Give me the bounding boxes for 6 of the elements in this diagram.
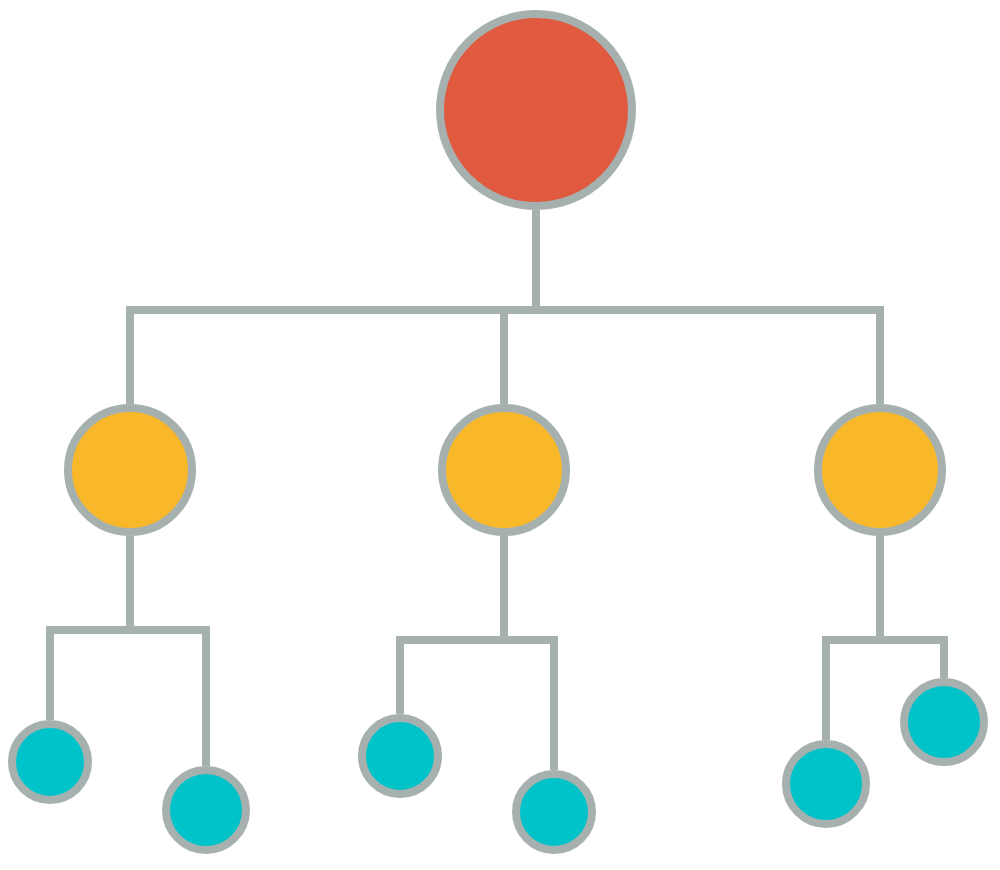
circle-node [900, 678, 988, 766]
circle-node [8, 720, 92, 804]
circle-node [512, 770, 596, 854]
circle-node [358, 714, 442, 798]
circle-node [782, 740, 870, 828]
circle-node [162, 766, 250, 854]
